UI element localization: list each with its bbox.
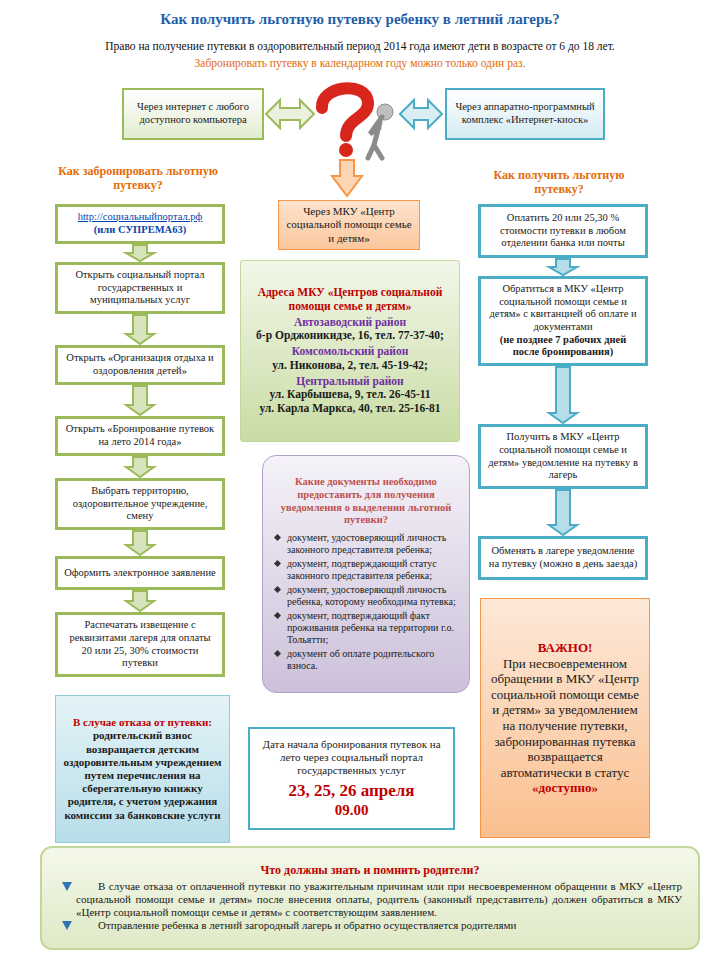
box-text: Какие документы необходимо предоставить … [271, 476, 461, 526]
poster-title: Как получить льготную путевку ребенку в … [10, 10, 710, 28]
box-text: (не позднее 7 рабочих дней после брониро… [487, 334, 639, 359]
box-text: родительский взнос возвращается детским … [62, 729, 223, 821]
box-text: http://социальныйпортал.рф [64, 211, 216, 224]
box-text: ул. Карбышева, 9, тел. 26-45-11 [247, 388, 453, 402]
flow-arrow [126, 591, 154, 611]
box-text: Открыть «Организация отдыха и оздоровлен… [64, 352, 216, 377]
step-box: Открыть социальный портал государственны… [55, 262, 225, 314]
box-text: Комсомольский район [247, 345, 453, 359]
note-text: Как забронировать льготную путевку? [58, 164, 218, 193]
flow-arrow [549, 367, 577, 423]
note-box: В случае отказа от путевки:родительский … [55, 695, 230, 843]
box-text: Центральный район [247, 375, 453, 389]
note-text: Право на получение путевки в оздоровител… [14, 40, 706, 54]
box-text: Обратиться в МКУ «Центр социальной помощ… [487, 283, 639, 333]
box-text: В случае отказа от путевки: [62, 716, 223, 729]
person-body [368, 117, 382, 158]
note-text: Как получить льготную путевку? [484, 168, 634, 197]
box-text: При несвоевременном обращении в МКУ «Цен… [489, 656, 641, 781]
box-text: документ, подтверждающий факт проживания… [271, 610, 461, 646]
box-text: документ, удостоверяющий личность ребенк… [271, 584, 461, 608]
down-arrow [332, 160, 362, 196]
step-box: Распечатать извещение с реквизитами лаге… [55, 612, 225, 677]
box-text: «доступно» [489, 780, 641, 796]
box-text: Отправление ребенка в летний загородный … [58, 919, 682, 932]
box-text: Распечатать извещение с реквизитами лаге… [64, 619, 216, 669]
box-text: документ, удостоверяющий личность законн… [271, 532, 461, 556]
step-box: Обратиться в МКУ «Центр социальной помощ… [478, 276, 648, 366]
box-text: Обменять в лагере уведомление на путевку… [487, 545, 639, 570]
box-text: (или СУПРЕМА63) [64, 224, 216, 237]
box-text: 23, 25, 26 апреля [256, 781, 447, 801]
box-text: Через МКУ «Центр социальной помощи семье… [285, 205, 413, 245]
box-text: Через интернет с любого доступного компь… [130, 101, 256, 126]
step-box: http://социальныйпортал.рф(или СУПРЕМА63… [55, 204, 225, 244]
flow-arrow [126, 315, 154, 344]
box-text: б-р Орджоникидзе, 16, тел. 77-37-40; [247, 329, 453, 343]
source-box: Через аппаратно-программный комплекс «Ин… [445, 88, 605, 140]
document-box: Какие документы необходимо предоставить … [262, 455, 470, 693]
step-box: Открыть «Организация отдыха и оздоровлен… [55, 345, 225, 385]
box-text: Автозаводский район [247, 316, 453, 330]
box-text: ВАЖНО! [489, 640, 641, 656]
flow-arrow [126, 386, 154, 415]
box-text: Получить в МКУ «Центр социальной помощи … [487, 431, 639, 481]
box-text: Адреса МКУ «Центров социальной помощи се… [247, 286, 453, 314]
note-text: Забронировать путевку в календарном году… [14, 57, 706, 71]
box-text: Через аппаратно-программный комплекс «Ин… [453, 101, 597, 126]
box-text: документ, подтверждающий статус законног… [271, 558, 461, 582]
box-text: Что должны знать и помнить родители? [58, 863, 682, 877]
box-text: В случае отказа от оплаченной путевки по… [58, 880, 682, 920]
box-text: документ об оплате родительского взноса. [271, 648, 461, 672]
box-text: 09.00 [256, 801, 447, 819]
address-box: Адреса МКУ «Центров социальной помощи се… [240, 260, 460, 442]
question-dot [339, 143, 353, 157]
step-box: Выбрать территорию, оздоровительное учре… [55, 478, 225, 530]
footer-band: Что должны знать и помнить родители? В сл… [40, 846, 700, 950]
flow-arrow [126, 245, 154, 261]
step-box: Оплатить 20 или 25,30 % стоимости путевк… [478, 204, 648, 258]
step-box: Обменять в лагере уведомление на путевку… [478, 536, 648, 580]
box-text: Дата начала бронирования путевок на лето… [256, 738, 447, 778]
source-box: Через МКУ «Центр социальной помощи семье… [278, 200, 420, 250]
step-box: Получить в МКУ «Центр социальной помощи … [478, 424, 648, 489]
box-text: ул. Никонова, 2, тел. 45-19-42; [247, 359, 453, 373]
step-box: Оформить электронное заявление [55, 556, 225, 590]
double-arrow [266, 100, 314, 128]
box-text: Открыть социальный портал государственны… [64, 269, 216, 307]
double-arrow [400, 100, 442, 128]
box-text: Открыть «Бронирование путевок на лето 20… [64, 423, 216, 448]
question-mark [322, 88, 368, 136]
flow-arrow [549, 259, 577, 275]
box-text: Оформить электронное заявление [64, 567, 216, 580]
flow-arrow [126, 457, 154, 477]
box-text: Оплатить 20 или 25,30 % стоимости путевк… [487, 212, 639, 250]
source-box: Через интернет с любого доступного компь… [122, 88, 264, 140]
warning-box: ВАЖНО!При несвоевременном обращении в МК… [480, 598, 650, 838]
box-text: Выбрать территорию, оздоровительное учре… [64, 485, 216, 523]
flow-arrow [549, 490, 577, 535]
flow-arrow [126, 531, 154, 555]
date-box: Дата начала бронирования путевок на лето… [248, 727, 455, 830]
step-box: Открыть «Бронирование путевок на лето 20… [55, 416, 225, 456]
box-text: ул. Карла Маркса, 40, тел. 25-16-81 [247, 402, 453, 416]
